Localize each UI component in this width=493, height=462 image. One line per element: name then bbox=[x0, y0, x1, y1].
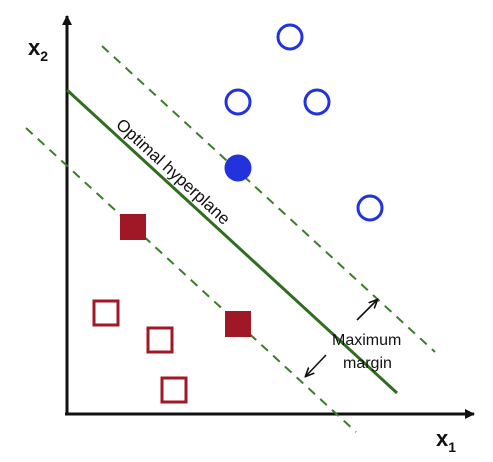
blue-circle-point bbox=[224, 88, 252, 116]
red-square-point bbox=[92, 299, 120, 327]
red-square-point bbox=[146, 326, 174, 354]
blue-support-vector bbox=[224, 154, 252, 182]
margin-arrow-down bbox=[306, 354, 327, 376]
y-axis-label: x2 bbox=[28, 35, 48, 64]
blue-circle-point bbox=[356, 194, 384, 222]
blue-circle-point bbox=[303, 88, 331, 116]
margin-label-line1: Maximum bbox=[332, 332, 401, 349]
hyperplane-label: Optimal hyperplane bbox=[112, 115, 234, 229]
red-square-point bbox=[160, 376, 188, 404]
red-support-vector bbox=[120, 214, 146, 240]
upper-margin-line bbox=[101, 45, 436, 353]
blue-circle-point bbox=[276, 23, 304, 51]
lower-margin-line bbox=[25, 127, 357, 433]
margin-label-line2: margin bbox=[343, 355, 392, 372]
optimal-hyperplane bbox=[65, 88, 399, 395]
x-axis-label: x1 bbox=[436, 426, 456, 455]
red-support-vector bbox=[225, 311, 251, 337]
margin-arrow-up bbox=[356, 300, 377, 321]
